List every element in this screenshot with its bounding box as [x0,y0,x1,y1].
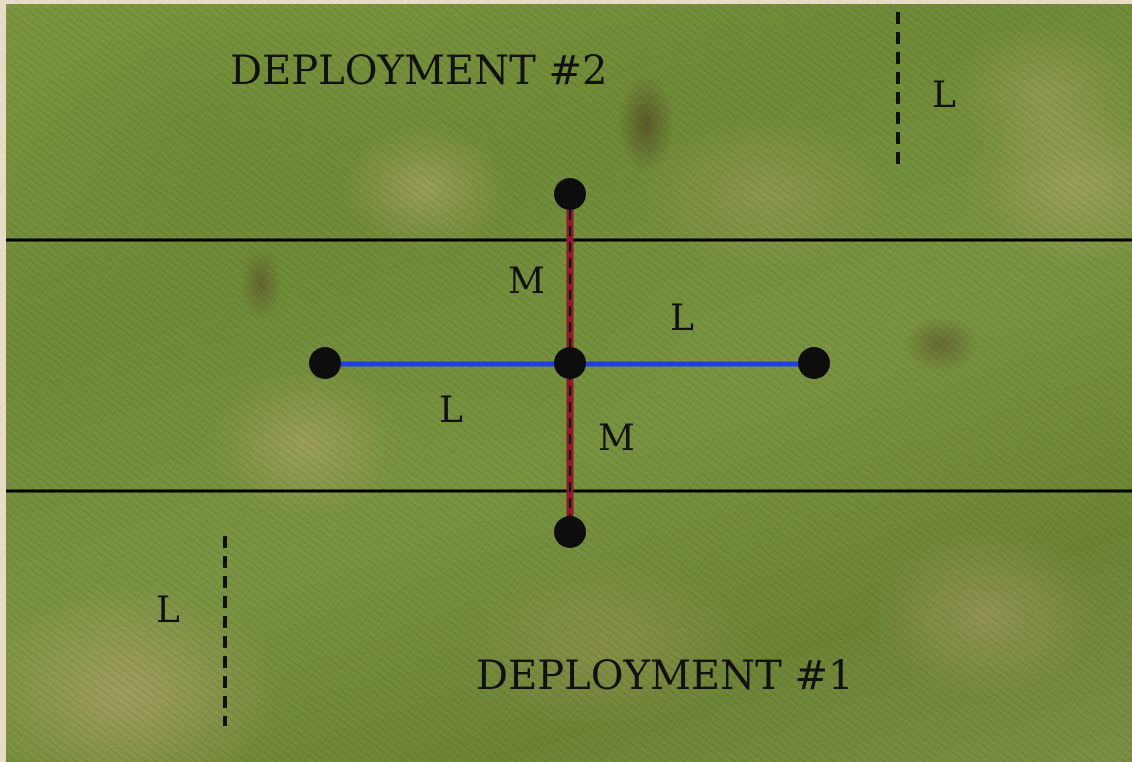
range-label-long-bottom-left: L [156,590,180,631]
objective-marker-center [554,347,586,379]
range-label-long-lower-left: L [439,390,463,431]
objective-marker-right [798,347,830,379]
deployment-1-label: DEPLOYMENT #1 [476,653,853,699]
objective-marker-top [554,178,586,210]
range-label-long-upper-right: L [670,298,694,339]
objective-marker-bottom [554,516,586,548]
range-label-long-top-right: L [932,75,956,116]
deployment-2-label: DEPLOYMENT #2 [230,48,607,94]
range-label-medium-upper: M [508,261,545,302]
objective-marker-left [309,347,341,379]
range-label-medium-lower: M [598,418,635,459]
